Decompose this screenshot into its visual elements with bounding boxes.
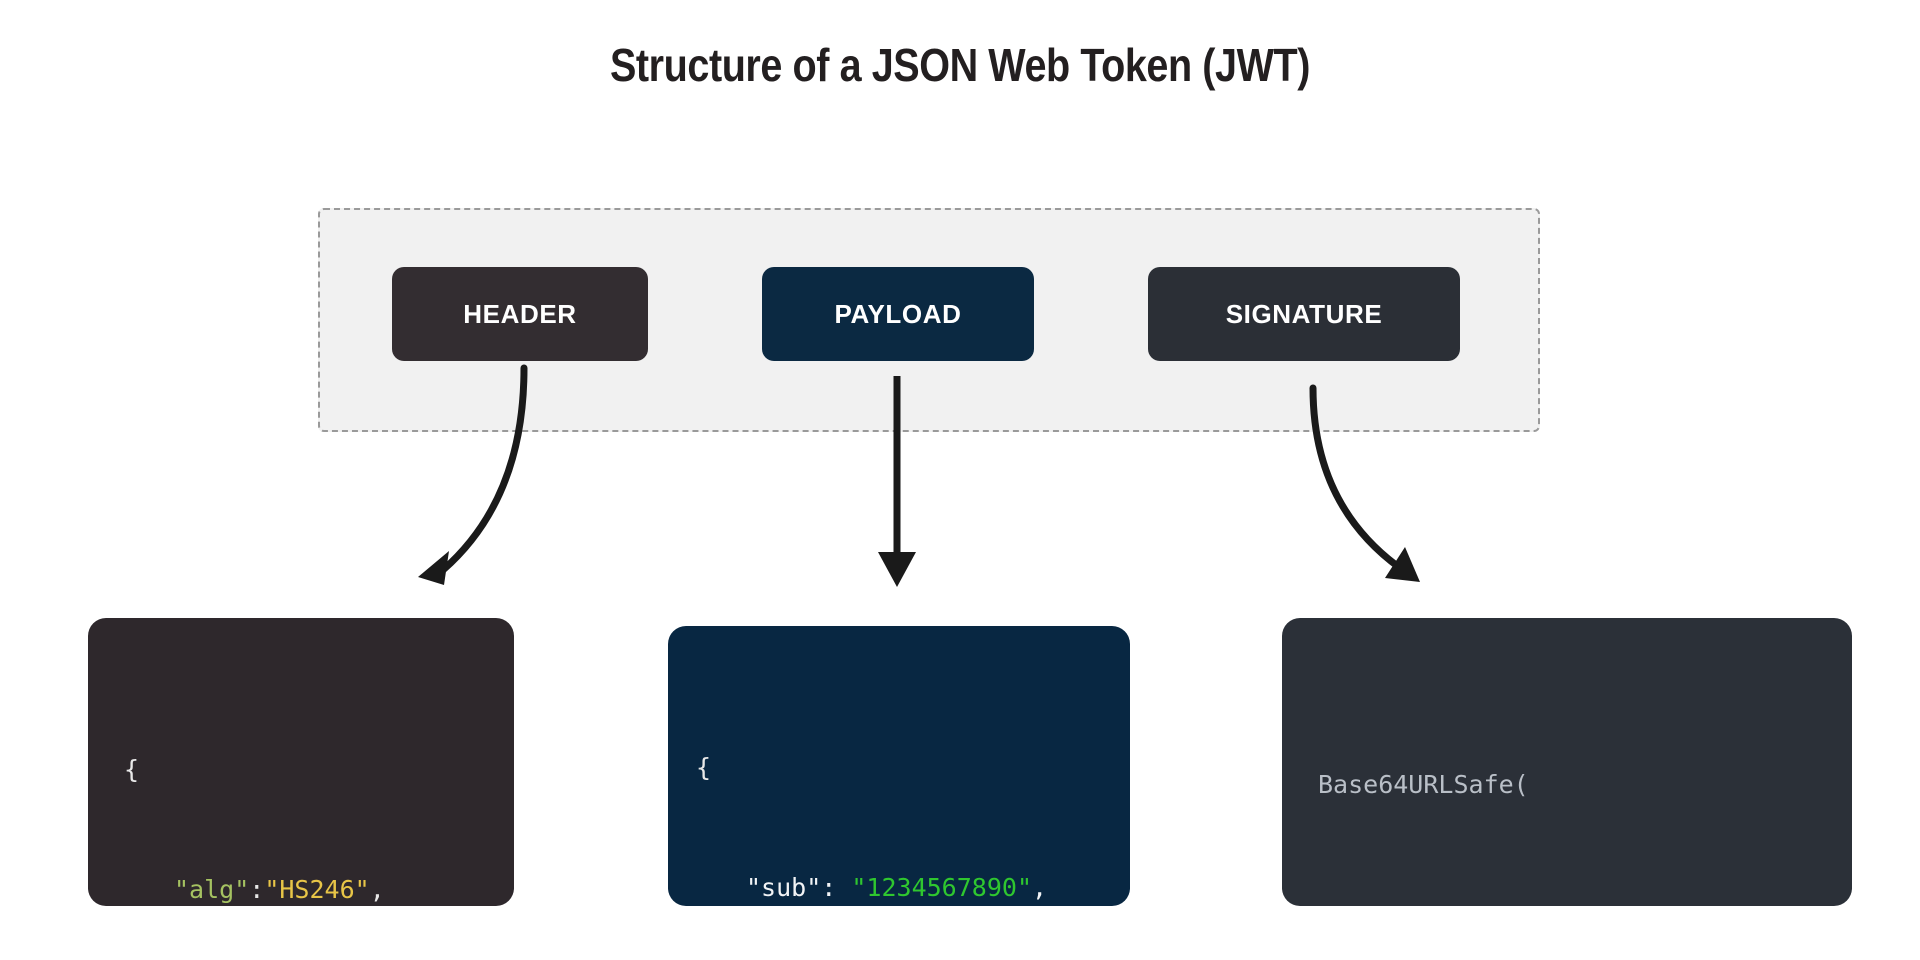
token-part-header-label: HEADER [463,298,577,329]
token-part-signature-label: SIGNATURE [1225,298,1383,329]
header-line-open: { [124,755,140,784]
token-part-payload-label: PAYLOAD [834,298,962,329]
token-part-payload[interactable]: PAYLOAD [762,267,1034,361]
payload-code-block: { "sub": "1234567890", "name": "George W… [668,626,1130,906]
page-title: Structure of a JSON Web Token (JWT) [609,39,1311,91]
token-part-header[interactable]: HEADER [392,267,648,361]
payload-line-sub: "sub": "1234567890", [746,873,1048,902]
signature-line-2: HMACSHA256(<header>. [1318,900,1852,906]
token-part-signature[interactable]: SIGNATURE [1148,267,1460,361]
signature-line-1: Base64URLSafe( [1318,770,1529,799]
payload-line-open: { [696,753,712,782]
signature-code-block: Base64URLSafe( HMACSHA256(<header>. <pay… [1282,618,1852,906]
header-code-block: { "alg":"HS246", "typ":"JWT" } [88,618,514,906]
header-line-alg: "alg":"HS246", [174,875,385,904]
